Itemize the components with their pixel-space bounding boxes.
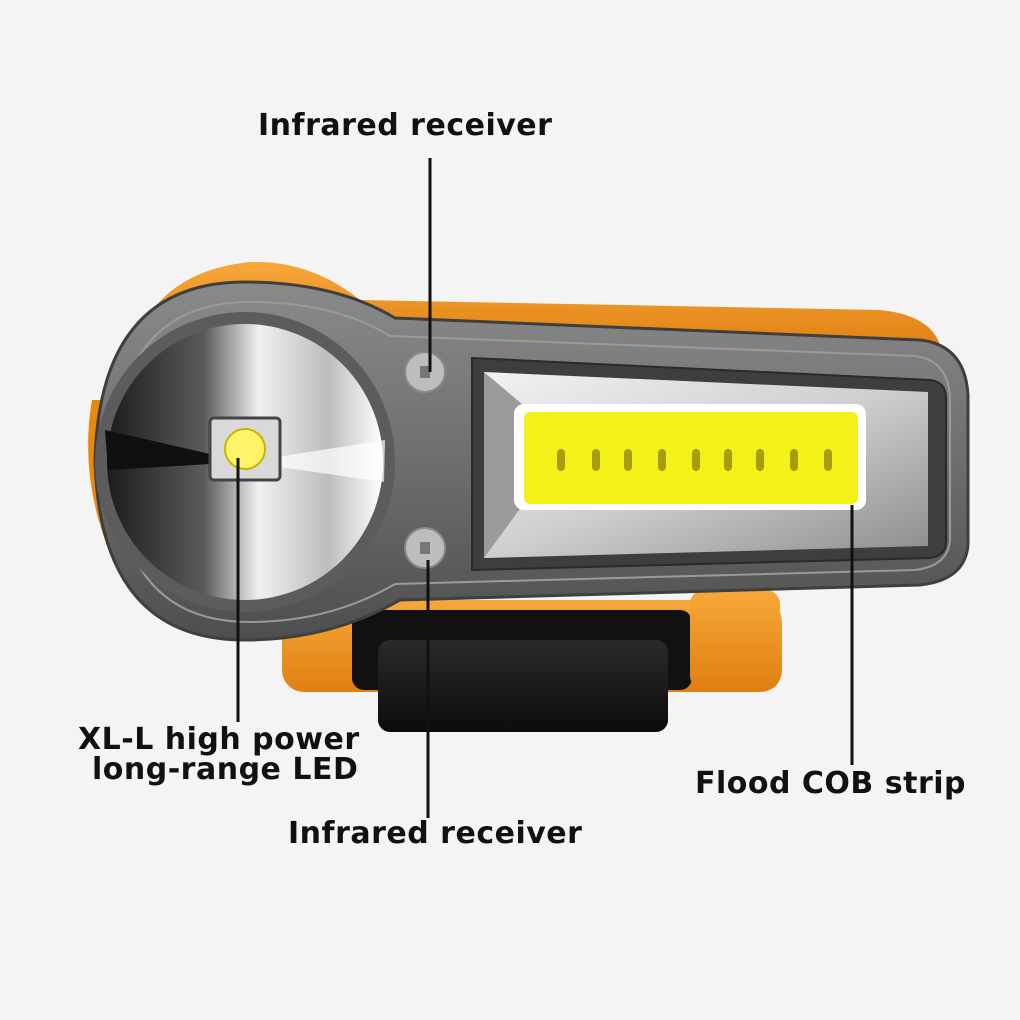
headband	[282, 590, 782, 732]
xl-l-led-icon	[208, 416, 282, 482]
infrared-receiver-icon	[404, 351, 446, 393]
cob-strip-label: Flood COB strip	[695, 766, 966, 801]
led-label-line1: XL-L high power	[78, 722, 360, 757]
callout-lines	[236, 158, 854, 818]
infrared-receiver-icon	[404, 527, 446, 569]
cob-strip-icon	[514, 404, 866, 510]
cob-led-segments	[557, 449, 832, 471]
led-label-line2: long-range LED	[92, 752, 359, 787]
infrared-receiver-label-top: Infrared receiver	[258, 108, 553, 143]
infrared-receiver-label-bottom: Infrared receiver	[288, 816, 583, 851]
